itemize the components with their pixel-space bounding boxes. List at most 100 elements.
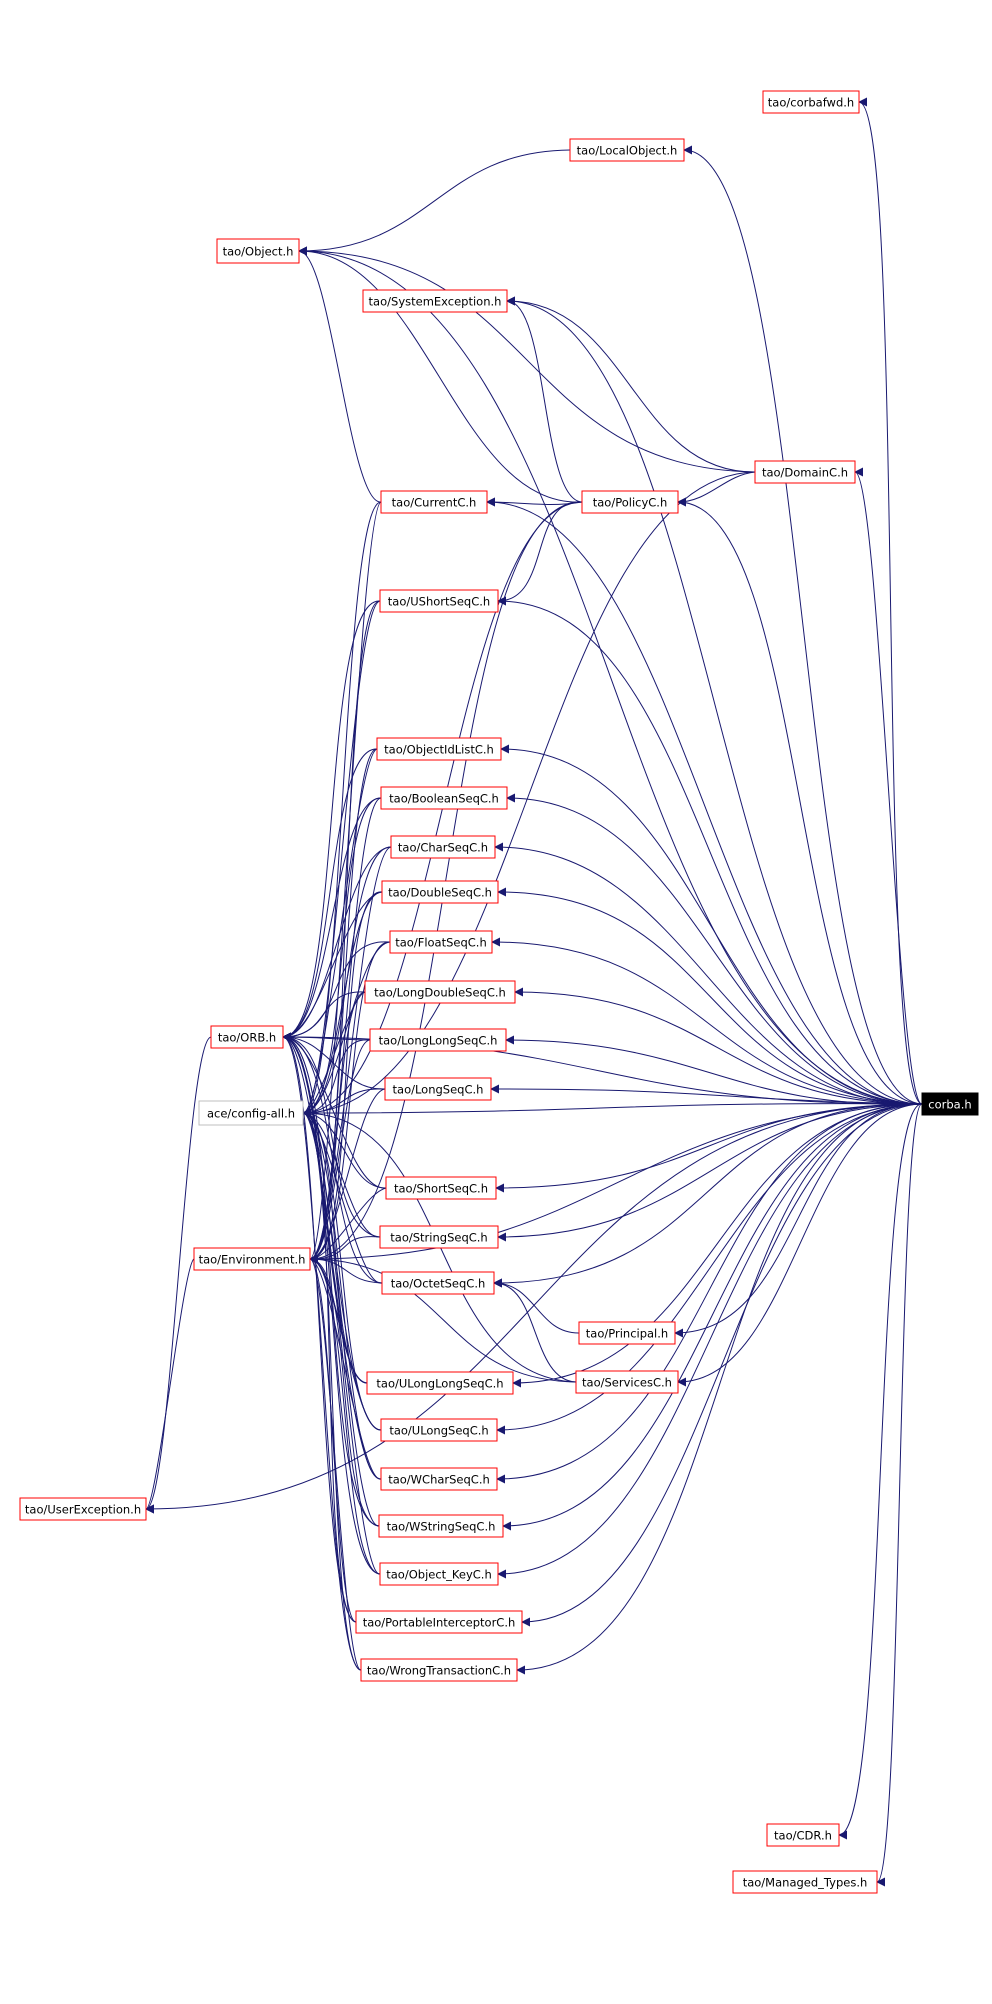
edge-longdouble-to-orb — [282, 991, 366, 1042]
node-longdouble[interactable]: tao/LongDoubleSeqC.h — [364, 980, 516, 1004]
edge-ushort-to-orb — [282, 600, 381, 1042]
node-wstring[interactable]: tao/WStringSeqC.h — [378, 1514, 504, 1538]
node-label: tao/WCharSeqC.h — [388, 1473, 490, 1487]
node-userexc[interactable]: tao/UserException.h — [19, 1497, 147, 1521]
node-sysexc[interactable]: tao/SystemException.h — [362, 289, 508, 313]
edge-long-to-env — [309, 1088, 386, 1264]
node-cdr[interactable]: tao/CDR.h — [766, 1823, 840, 1847]
node-label: tao/LongSeqC.h — [393, 1083, 484, 1097]
node-label: tao/CharSeqC.h — [398, 841, 488, 855]
node-octet[interactable]: tao/OctetSeqC.h — [381, 1271, 495, 1295]
edge-currentc-to-object — [298, 246, 382, 503]
edge-corba-to-managed — [876, 1103, 923, 1887]
edge-objidlist-to-orb — [282, 748, 378, 1042]
edge-wchar-to-env — [309, 1254, 382, 1480]
node-box — [380, 490, 488, 514]
node-label: tao/corbafwd.h — [768, 96, 854, 110]
edge-portable-to-orb — [282, 1032, 357, 1623]
edge-wrongtx-to-config — [302, 1108, 362, 1671]
node-corbafwd[interactable]: tao/corbafwd.h — [762, 90, 860, 114]
node-box — [198, 1100, 304, 1126]
node-label: tao/ULongLongSeqC.h — [376, 1377, 503, 1391]
edge-corba-to-sysexc — [506, 296, 923, 1105]
node-wchar[interactable]: tao/WCharSeqC.h — [380, 1467, 498, 1491]
edge-longdouble-to-env — [309, 991, 366, 1264]
node-short[interactable]: tao/ShortSeqC.h — [385, 1176, 497, 1200]
edge-wrongtx-to-orb — [282, 1032, 362, 1671]
node-string[interactable]: tao/StringSeqC.h — [379, 1225, 499, 1249]
node-box — [216, 238, 300, 264]
node-box — [581, 490, 679, 514]
edge-wstring-to-env — [309, 1254, 380, 1527]
node-localobj[interactable]: tao/LocalObject.h — [569, 138, 685, 162]
node-label: tao/ORB.h — [218, 1031, 276, 1045]
node-services[interactable]: tao/ServicesC.h — [575, 1370, 679, 1394]
node-objkey[interactable]: tao/Object_KeyC.h — [379, 1562, 499, 1586]
node-label: tao/UShortSeqC.h — [388, 595, 490, 609]
edge-long-to-orb — [282, 1032, 386, 1090]
node-box — [389, 930, 493, 954]
node-ulong[interactable]: tao/ULongSeqC.h — [380, 1418, 498, 1442]
node-label: tao/LongLongSeqC.h — [379, 1034, 498, 1048]
edge-corba-to-cdr — [838, 1103, 923, 1840]
node-object[interactable]: tao/Object.h — [216, 238, 300, 264]
node-box — [381, 880, 499, 904]
node-ushort[interactable]: tao/UShortSeqC.h — [379, 589, 499, 613]
node-box — [364, 980, 516, 1004]
node-label: tao/Object.h — [223, 245, 294, 259]
node-label: tao/Managed_Types.h — [743, 1876, 868, 1890]
node-box — [921, 1092, 979, 1116]
node-box — [369, 1028, 507, 1052]
node-box — [360, 1658, 518, 1682]
edge-corba-to-longdouble — [514, 987, 923, 1105]
edge-wchar-to-config — [302, 1108, 382, 1480]
node-box — [355, 1610, 523, 1634]
node-env[interactable]: tao/Environment.h — [193, 1247, 311, 1271]
node-corba[interactable]: corba.h — [921, 1092, 979, 1116]
edge-env-to-userexc — [145, 1258, 195, 1514]
node-portable[interactable]: tao/PortableInterceptorC.h — [355, 1610, 523, 1634]
edge-corba-to-ulong — [496, 1103, 923, 1435]
edge-corba-to-wchar — [496, 1103, 923, 1484]
node-boolean[interactable]: tao/BooleanSeqC.h — [380, 786, 508, 810]
node-box — [366, 1371, 514, 1395]
node-domainc[interactable]: tao/DomainC.h — [754, 460, 856, 484]
node-objidlist[interactable]: tao/ObjectIdListC.h — [376, 737, 502, 761]
node-wrongtx[interactable]: tao/WrongTransactionC.h — [360, 1658, 518, 1682]
edge-corba-to-wstring — [502, 1103, 923, 1531]
edge-corba-to-services — [677, 1103, 923, 1387]
node-double[interactable]: tao/DoubleSeqC.h — [381, 880, 499, 904]
node-managed[interactable]: tao/Managed_Types.h — [732, 1870, 878, 1894]
node-box — [19, 1497, 147, 1521]
node-box — [385, 1176, 497, 1200]
node-ulonglong[interactable]: tao/ULongLongSeqC.h — [366, 1371, 514, 1395]
edge-corba-to-portable — [521, 1103, 923, 1627]
edge-corba-to-octet — [493, 1103, 923, 1288]
node-label: tao/ObjectIdListC.h — [384, 743, 494, 757]
node-label: tao/DomainC.h — [762, 466, 848, 480]
edge-corba-to-long — [490, 1084, 923, 1105]
node-orb[interactable]: tao/ORB.h — [210, 1025, 284, 1049]
node-long[interactable]: tao/LongSeqC.h — [384, 1077, 492, 1101]
node-policyc[interactable]: tao/PolicyC.h — [581, 490, 679, 514]
edge-corba-to-domainc — [854, 467, 923, 1105]
node-principal[interactable]: tao/Principal.h — [578, 1321, 676, 1345]
node-label: tao/UserException.h — [25, 1503, 141, 1517]
node-label: corba.h — [928, 1098, 971, 1112]
node-box — [379, 589, 499, 613]
node-config[interactable]: ace/config-all.h — [198, 1100, 304, 1126]
node-char[interactable]: tao/CharSeqC.h — [390, 835, 496, 859]
node-label: tao/ULongSeqC.h — [389, 1424, 488, 1438]
node-currentc[interactable]: tao/CurrentC.h — [380, 490, 488, 514]
node-box — [578, 1321, 676, 1345]
edge-corba-to-longlong — [505, 1035, 923, 1105]
node-longlong[interactable]: tao/LongLongSeqC.h — [369, 1028, 507, 1052]
node-float[interactable]: tao/FloatSeqC.h — [389, 930, 493, 954]
edge-boolean-to-env — [309, 797, 382, 1264]
edge-currentc-to-env — [309, 501, 382, 1264]
node-box — [378, 1514, 504, 1538]
file-nodes: tao/corbafwd.h tao/LocalObject.h tao/Objec… — [19, 90, 979, 1894]
node-label: tao/FloatSeqC.h — [395, 936, 487, 950]
node-box — [754, 460, 856, 484]
node-box — [390, 835, 496, 859]
